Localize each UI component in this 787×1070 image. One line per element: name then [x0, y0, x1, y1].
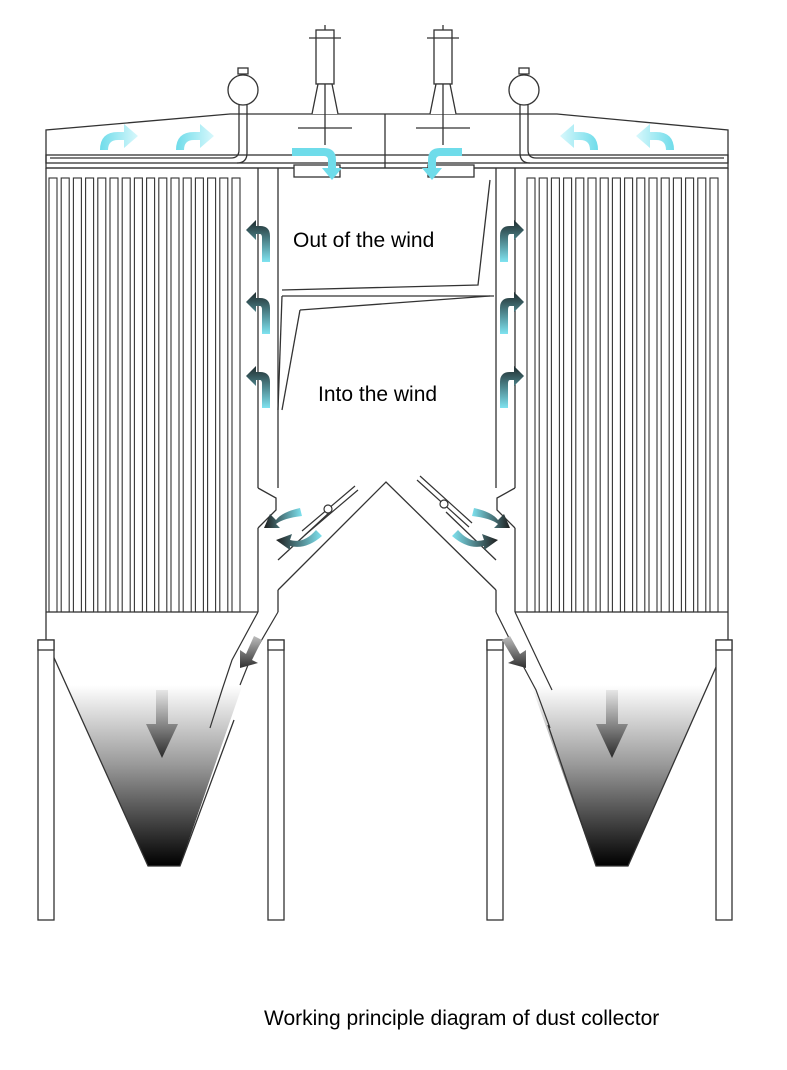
filter-bag: [207, 177, 217, 613]
filter-bag: [219, 177, 229, 613]
center-duct: [257, 168, 516, 612]
diagram-caption: Working principle diagram of dust collec…: [264, 1007, 659, 1030]
dust-fall-arrows: [146, 636, 628, 758]
outlet-label: Out of the wind: [293, 229, 434, 252]
swirl-arrow: [276, 530, 322, 550]
filter-bag: [133, 177, 143, 613]
roof-plenum: [45, 113, 729, 169]
filter-bag: [60, 177, 70, 613]
chute-arrow-left: [240, 636, 262, 668]
rising-air-arrow: [500, 292, 524, 334]
rising-air-arrow: [246, 220, 270, 262]
damper-right: [416, 475, 473, 528]
filter-bag: [231, 177, 241, 613]
filter-bag: [121, 177, 131, 613]
chamber-walls: [45, 168, 729, 613]
filter-bags-right: [526, 177, 719, 613]
pulse-valve-left: [227, 67, 259, 106]
filter-bags-left: [48, 177, 241, 613]
hopper-left: [45, 612, 258, 867]
filter-bag: [685, 177, 695, 613]
rising-air-arrow: [500, 220, 524, 262]
filter-bag: [660, 177, 670, 613]
filter-bag: [85, 177, 95, 613]
clean-air-arrow: [422, 148, 462, 180]
filter-bag: [697, 177, 707, 613]
rising-air-arrow: [246, 366, 270, 408]
damper-left: [301, 485, 359, 536]
filter-bag: [624, 177, 634, 613]
filter-bag: [158, 177, 168, 613]
filter-bag: [636, 177, 646, 613]
filter-bag: [526, 177, 536, 613]
swirl-arrow: [452, 530, 498, 550]
filter-bag: [97, 177, 107, 613]
chute-arrow-right: [502, 636, 526, 668]
actuator-right: [416, 25, 475, 178]
clean-air-arrow: [292, 148, 342, 180]
pulse-pipes: [50, 104, 724, 164]
inlet-swirl-arrows: [264, 508, 510, 550]
support-legs: [37, 639, 733, 921]
filter-bag: [194, 177, 204, 613]
dust-arrow-right: [596, 690, 628, 758]
filter-bag: [550, 177, 560, 613]
clean-air-arrow: [176, 124, 214, 150]
filter-bag: [575, 177, 585, 613]
filter-bag: [182, 177, 192, 613]
rising-air-arrow: [500, 366, 524, 408]
filter-bag: [170, 177, 180, 613]
filter-bag: [611, 177, 621, 613]
rising-air-arrows: [246, 220, 524, 408]
pulse-valve-right: [508, 67, 540, 106]
filter-bag: [563, 177, 573, 613]
filter-bag: [587, 177, 597, 613]
filter-bag: [538, 177, 548, 613]
filter-bag: [709, 177, 719, 613]
filter-bag: [48, 177, 58, 613]
filter-bag: [648, 177, 658, 613]
clean-air-arrow: [636, 124, 674, 150]
swirl-arrow: [472, 508, 510, 528]
swirl-arrow: [264, 508, 302, 528]
clean-air-arrow: [560, 124, 598, 150]
dust-arrow-left: [146, 690, 178, 758]
filter-bag: [109, 177, 119, 613]
hopper-right: [515, 612, 729, 867]
filter-bag: [146, 177, 156, 613]
clean-air-arrows: [100, 124, 674, 180]
filter-bag: [672, 177, 682, 613]
filter-bag: [599, 177, 609, 613]
inlet-label: Into the wind: [318, 383, 437, 406]
filter-bag: [72, 177, 82, 613]
clean-air-arrow: [100, 124, 138, 150]
rising-air-arrow: [246, 292, 270, 334]
